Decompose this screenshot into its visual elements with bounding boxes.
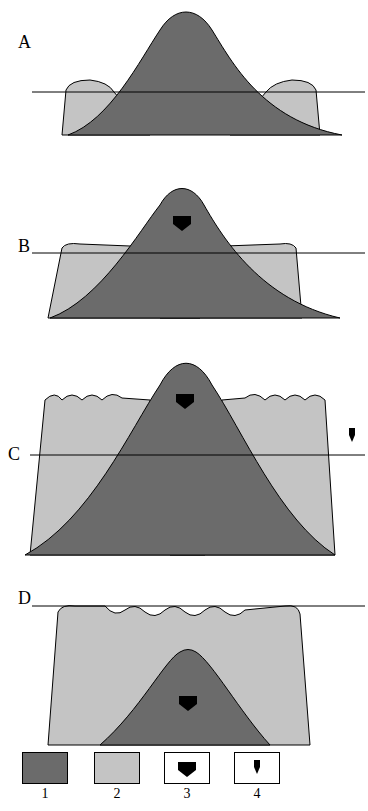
legend-swatch	[22, 752, 68, 784]
legend-number: 2	[94, 786, 140, 802]
panel-letter: B	[18, 236, 30, 256]
sea-level	[340, 455, 365, 456]
subsidence-arrow	[178, 762, 196, 777]
panel-letter: C	[8, 444, 20, 464]
sea-level	[32, 92, 365, 93]
legend-item: 4	[234, 752, 280, 802]
sea-level-marker	[349, 428, 355, 442]
legend-item: 3	[164, 752, 210, 802]
volcano	[100, 650, 270, 746]
sea-level-marker	[235, 753, 279, 783]
legend-number: 3	[164, 786, 210, 802]
reef	[48, 606, 310, 745]
subsidence-arrow	[176, 394, 194, 409]
subsidence-arrow	[165, 753, 209, 783]
sea-level-marker	[254, 760, 260, 774]
panel-letter: D	[18, 588, 31, 608]
legend-number: 4	[234, 786, 280, 802]
legend-item: 1	[22, 752, 68, 802]
sea-level	[30, 455, 340, 456]
subsidence-arrow	[179, 696, 197, 711]
legend-number: 1	[22, 786, 68, 802]
panel-letter: A	[18, 32, 31, 52]
sea-level	[32, 606, 365, 607]
legend-swatch	[164, 752, 210, 784]
volcano	[25, 363, 335, 555]
legend-swatch	[94, 752, 140, 784]
legend-swatch	[234, 752, 280, 784]
legend-item: 2	[94, 752, 140, 802]
volcano	[68, 12, 342, 135]
sea-level	[32, 253, 365, 254]
subsidence-arrow	[173, 216, 191, 231]
